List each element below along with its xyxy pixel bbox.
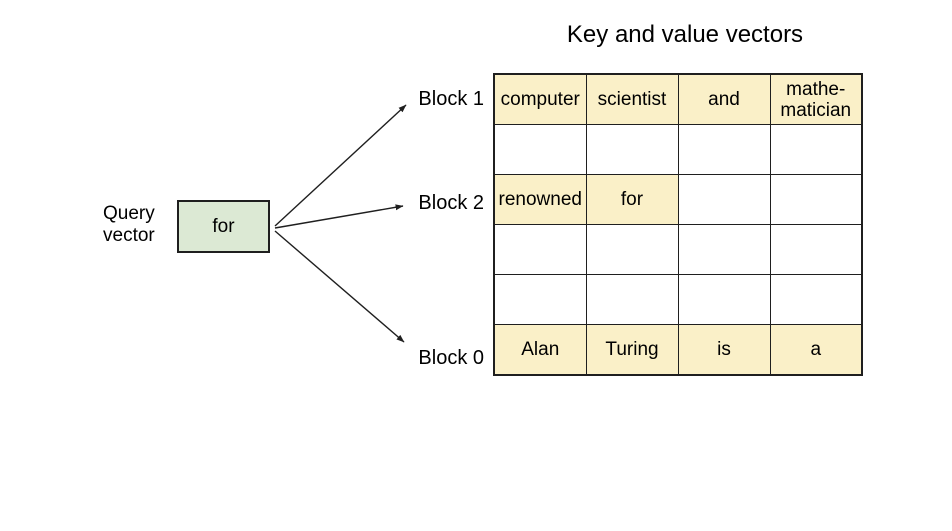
- query-vector-box: for: [177, 200, 270, 253]
- table-cell: a: [769, 324, 863, 376]
- table-cell: [493, 274, 587, 325]
- query-vector-label-line1: Query: [103, 203, 155, 224]
- table-cell: [585, 124, 679, 175]
- arrow-to-block-1: [274, 104, 407, 227]
- table-cell: [677, 174, 771, 225]
- table-row-empty: [493, 224, 863, 275]
- block-1-label: Block 1: [418, 88, 484, 110]
- arrow-to-block-2: [274, 204, 404, 229]
- table-row-block0: Alan Turing is a: [493, 324, 863, 376]
- block-2-label: Block 2: [418, 192, 484, 214]
- query-vector-box-text: for: [212, 215, 235, 237]
- table-row-empty: [493, 274, 863, 325]
- table-cell: [677, 224, 771, 275]
- table-cell: [493, 124, 587, 175]
- table-cell: computer: [493, 73, 587, 125]
- table-cell: [677, 124, 771, 175]
- table-row-block1: computer scientist and mathe- matician: [493, 73, 863, 125]
- table-cell: [585, 224, 679, 275]
- query-vector-label-line2: vector: [103, 225, 155, 246]
- query-vector-label: Query vector: [103, 203, 155, 247]
- table-cell: renowned: [493, 174, 587, 225]
- table-cell: [769, 274, 863, 325]
- key-value-table: computer scientist and mathe- matician r…: [493, 73, 863, 376]
- table-cell: [677, 274, 771, 325]
- table-cell: [769, 174, 863, 225]
- table-cell: Turing: [585, 324, 679, 376]
- arrow-to-block-0: [274, 230, 405, 343]
- table-cell: for: [585, 174, 679, 225]
- diagram-title: Key and value vectors: [566, 21, 804, 48]
- table-cell: [493, 224, 587, 275]
- table-cell: [585, 274, 679, 325]
- block-0-label: Block 0: [418, 347, 484, 369]
- table-cell: Alan: [493, 324, 587, 376]
- table-row-empty: [493, 124, 863, 175]
- table-cell: is: [677, 324, 771, 376]
- table-cell: [769, 124, 863, 175]
- table-cell: scientist: [585, 73, 679, 125]
- table-row-block2: renowned for: [493, 174, 863, 225]
- table-cell: [769, 224, 863, 275]
- table-cell: mathe- matician: [769, 73, 863, 125]
- table-cell: and: [677, 73, 771, 125]
